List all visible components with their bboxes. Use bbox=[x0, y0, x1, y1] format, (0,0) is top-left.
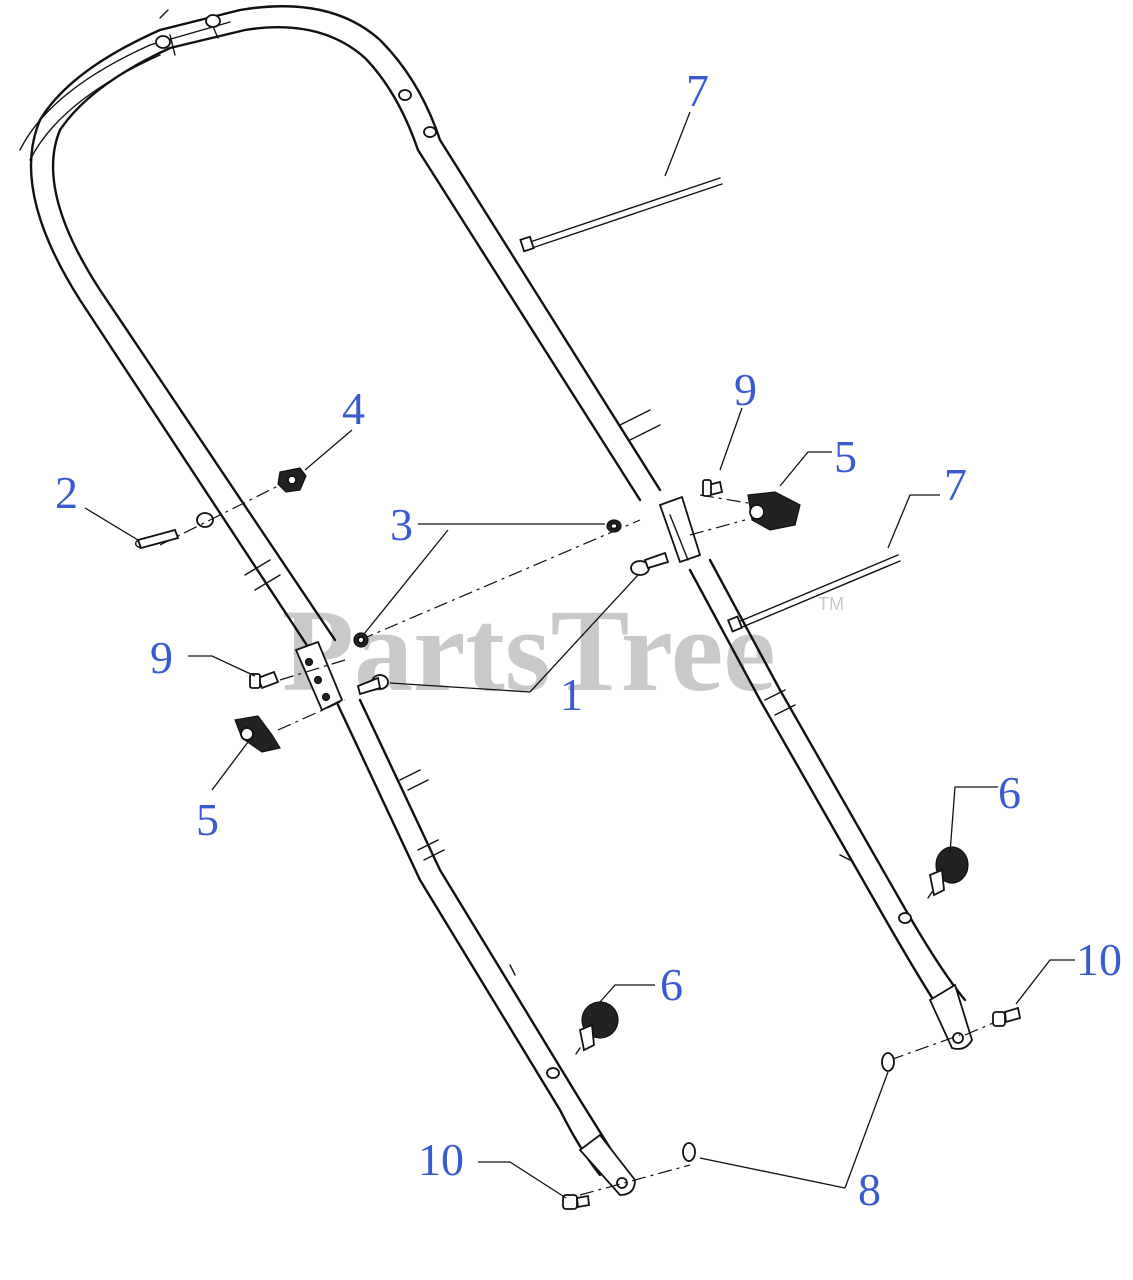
watermark: PartsTree TM bbox=[282, 585, 844, 716]
part-10-screw-right bbox=[992, 1006, 1022, 1027]
callout-7-lower: 7 bbox=[944, 459, 967, 510]
part-8-washer-upper bbox=[881, 1052, 895, 1072]
part-6-knob-right bbox=[927, 846, 969, 899]
watermark-trademark: TM bbox=[818, 594, 844, 614]
callout-10-left: 10 bbox=[418, 1134, 464, 1185]
upper-handle bbox=[19, 5, 662, 652]
part-10-screw-left bbox=[562, 1194, 590, 1210]
callout-2: 2 bbox=[55, 467, 78, 518]
callout-9-right: 9 bbox=[734, 364, 757, 415]
watermark-text: PartsTree bbox=[282, 585, 776, 716]
callout-6-left: 6 bbox=[660, 959, 683, 1010]
part-9-bolt-left bbox=[249, 670, 280, 690]
callout-6-right: 6 bbox=[998, 767, 1021, 818]
callout-5-right: 5 bbox=[834, 431, 857, 482]
part-5-wing-left bbox=[234, 715, 281, 753]
part-3-nut-upper bbox=[606, 519, 622, 533]
callout-labels: 7 9 5 7 4 2 3 9 1 5 6 10 6 10 8 bbox=[55, 65, 1122, 1215]
part-8-washer-lower bbox=[682, 1142, 696, 1162]
callout-3: 3 bbox=[390, 499, 413, 550]
callout-8: 8 bbox=[858, 1164, 881, 1215]
cable-tie-lower bbox=[726, 554, 901, 633]
part-5-wing-right bbox=[747, 491, 801, 531]
callout-7-upper: 7 bbox=[686, 65, 709, 116]
callout-1: 1 bbox=[560, 669, 583, 720]
part-1-bolt-lower bbox=[356, 674, 389, 696]
callout-10-right: 10 bbox=[1076, 934, 1122, 985]
part-6-knob-left bbox=[575, 1001, 619, 1055]
cable-tie-upper bbox=[519, 177, 723, 253]
callout-5-left: 5 bbox=[196, 794, 219, 845]
part-3-nut-lower bbox=[353, 632, 369, 648]
lower-handle-left bbox=[336, 698, 636, 1196]
part-2-pin bbox=[134, 528, 180, 550]
lower-handle-right bbox=[688, 558, 973, 1050]
left-bracket bbox=[294, 640, 344, 712]
assembly-axes bbox=[159, 479, 1001, 1196]
right-bracket bbox=[658, 495, 702, 564]
callout-4: 4 bbox=[342, 383, 365, 434]
part-4-knob bbox=[277, 467, 307, 493]
callout-9-left: 9 bbox=[150, 632, 173, 683]
leader-lines bbox=[84, 111, 1075, 1199]
part-1-bolt-upper bbox=[630, 551, 670, 576]
part-9-bolt-right bbox=[702, 479, 724, 497]
